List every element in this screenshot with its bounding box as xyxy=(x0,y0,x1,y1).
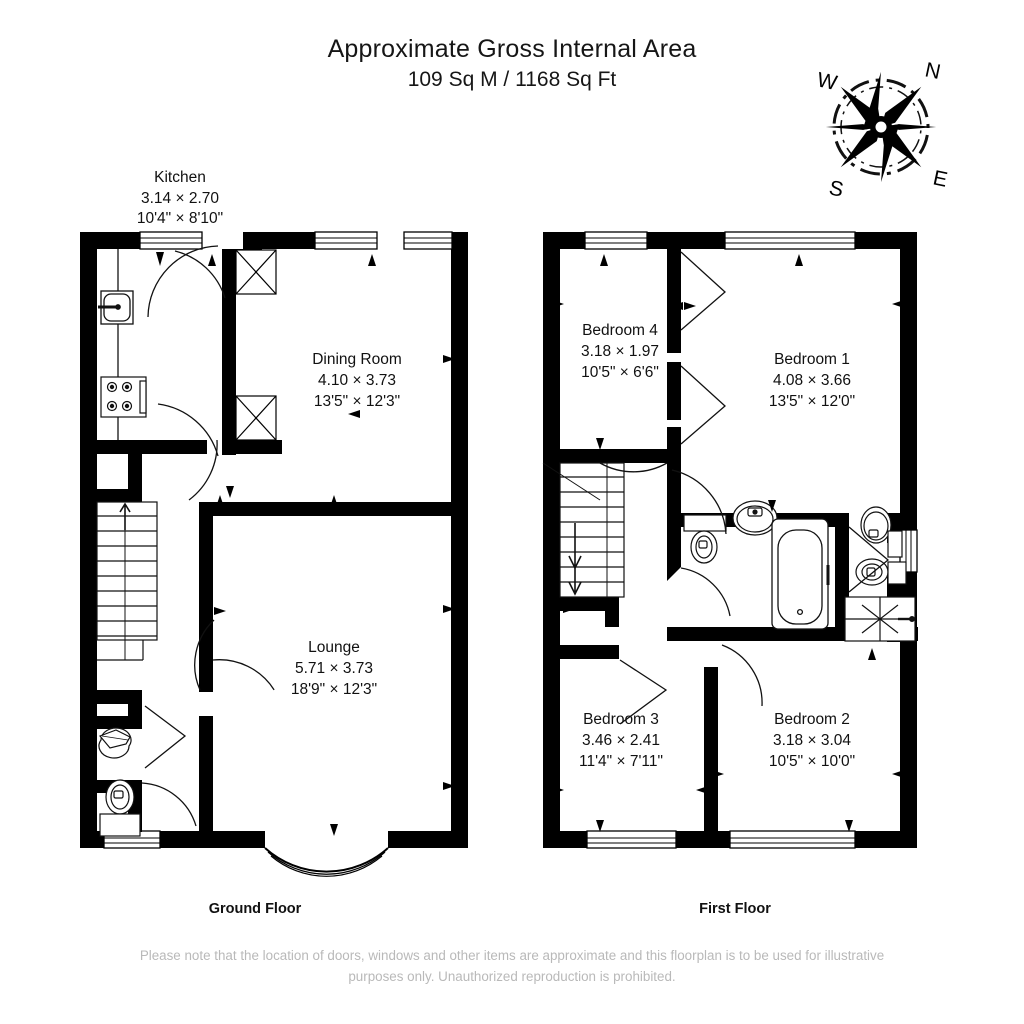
staircase-icon xyxy=(542,462,625,598)
door-bedroom3-swing xyxy=(619,659,668,725)
window-bedroom1-top xyxy=(724,231,856,250)
door-hall-kitchen-lower xyxy=(157,403,219,457)
ground-doors xyxy=(141,245,275,827)
bedroom3-imperial: 11'4" × 7'11" xyxy=(579,753,663,770)
lounge-metric: 5.71 × 3.73 xyxy=(295,660,373,677)
first-direction-markers xyxy=(552,254,904,832)
bedroom1-metric: 4.08 × 3.66 xyxy=(773,372,851,389)
window-hall-bottom xyxy=(103,830,161,849)
door-landing-bath xyxy=(671,469,727,535)
disclaimer: Please note that the location of doors, … xyxy=(92,946,932,988)
door-lounge xyxy=(212,659,275,691)
compass-label-west: W xyxy=(815,68,839,95)
first-floor-label: First Floor xyxy=(699,901,771,917)
bedroom3-metric: 3.46 × 2.41 xyxy=(582,732,660,749)
window-ensuite-right xyxy=(899,529,918,573)
window-dining-top-right xyxy=(403,231,453,250)
ensuite-basin-icon xyxy=(860,506,903,558)
bathroom-toilet-icon xyxy=(683,514,727,564)
bedroom2-metric: 3.18 × 3.04 xyxy=(773,732,851,749)
room-label-bedroom3: Bedroom 3 3.46 × 2.41 11'4" × 7'11" xyxy=(579,711,663,770)
bedroom2-name: Bedroom 2 xyxy=(774,711,850,728)
cupboard-marks xyxy=(235,249,277,441)
bedroom4-name: Bedroom 4 xyxy=(582,322,658,339)
first-window-group xyxy=(584,231,918,849)
ground-internal-walls xyxy=(80,249,455,838)
kitchen-metric: 3.14 × 2.70 xyxy=(141,190,219,207)
lounge-imperial: 18'9" × 12'3" xyxy=(291,681,377,698)
bedroom4-metric: 3.18 × 1.97 xyxy=(581,343,659,360)
door-bedroom1-swing xyxy=(680,365,726,445)
bedroom1-name: Bedroom 1 xyxy=(774,351,850,368)
room-label-dining: Dining Room 4.10 × 3.73 13'5" × 12'3" xyxy=(312,351,402,410)
bay-window-icon xyxy=(264,847,389,877)
window-bedroom3-bottom xyxy=(586,830,677,849)
door-wc-swing xyxy=(144,705,187,769)
dining-metric: 4.10 × 3.73 xyxy=(318,372,396,389)
kitchen-imperial: 10'4" × 8'10" xyxy=(137,210,223,227)
door-bedroom1-top-swing xyxy=(680,251,726,331)
bedroom1-imperial: 13'5" × 12'0" xyxy=(769,393,855,410)
door-bathroom xyxy=(680,567,731,617)
title-block: Approximate Gross Internal Area 109 Sq M… xyxy=(0,34,1024,94)
window-bedroom4-top xyxy=(584,231,648,250)
dining-imperial: 13'5" × 12'3" xyxy=(314,393,400,410)
compass-label-east: E xyxy=(931,166,949,191)
door-wc xyxy=(141,782,197,827)
ground-direction-markers xyxy=(92,252,455,836)
compass-star xyxy=(825,71,937,183)
door-ensuite-swing xyxy=(848,526,890,593)
first-doors xyxy=(599,251,890,725)
disclaimer-line-1: Please note that the location of doors, … xyxy=(139,948,885,963)
compass-label-north: N xyxy=(923,58,943,84)
shower-tray-icon xyxy=(844,596,916,642)
first-internal-walls xyxy=(543,249,918,848)
window-kitchen-top xyxy=(139,231,203,250)
cooker-hob-icon xyxy=(100,376,147,418)
wc-basin-icon xyxy=(98,727,132,759)
door-bedroom4 xyxy=(599,462,668,473)
room-label-bedroom1: Bedroom 1 4.08 × 3.66 13'5" × 12'0" xyxy=(769,351,855,410)
ground-floor-label: Ground Floor xyxy=(208,901,302,917)
page-subtitle: 109 Sq M / 1168 Sq Ft xyxy=(407,68,617,91)
lounge-name: Lounge xyxy=(308,639,360,656)
bedroom4-imperial: 10'5" × 6'6" xyxy=(581,364,659,381)
ground-window-group xyxy=(103,231,453,849)
ground-floor-walls xyxy=(80,232,468,848)
ensuite-toilet-icon xyxy=(855,558,907,586)
bathroom-basin-icon xyxy=(732,500,778,536)
door-lounge-left xyxy=(194,619,215,691)
compass-rose: N E S W xyxy=(806,52,956,202)
first-floor-walls xyxy=(543,232,917,848)
door-lounge-hall xyxy=(188,439,218,501)
room-label-bedroom4: Bedroom 4 3.18 × 1.97 10'5" × 6'6" xyxy=(581,322,659,381)
compass-hub-center xyxy=(875,121,887,133)
kitchen-name: Kitchen xyxy=(154,169,206,186)
window-dining-top-left xyxy=(314,231,378,250)
dining-name: Dining Room xyxy=(312,351,402,368)
compass-dial xyxy=(825,71,937,183)
disclaimer-line-2: purposes only. Unauthorized reproduction… xyxy=(348,968,676,984)
bathtub-icon xyxy=(771,518,830,630)
staircase-icon xyxy=(96,501,158,661)
page-title: Approximate Gross Internal Area xyxy=(327,35,697,63)
window-bedroom2-bottom xyxy=(729,830,856,849)
bedroom3-name: Bedroom 3 xyxy=(583,711,659,728)
bedroom2-imperial: 10'5" × 10'0" xyxy=(769,753,855,770)
toilet-icon xyxy=(99,779,141,837)
door-bedroom2 xyxy=(721,644,763,707)
compass-label-south: S xyxy=(827,176,845,201)
sink-icon xyxy=(98,290,134,325)
room-label-kitchen: Kitchen 3.14 × 2.70 10'4" × 8'10" xyxy=(137,169,223,227)
room-label-bedroom2: Bedroom 2 3.18 × 3.04 10'5" × 10'0" xyxy=(769,711,855,770)
door-kitchen-hall xyxy=(147,245,219,318)
room-label-lounge: Lounge 5.71 × 3.73 18'9" × 12'3" xyxy=(291,639,377,698)
